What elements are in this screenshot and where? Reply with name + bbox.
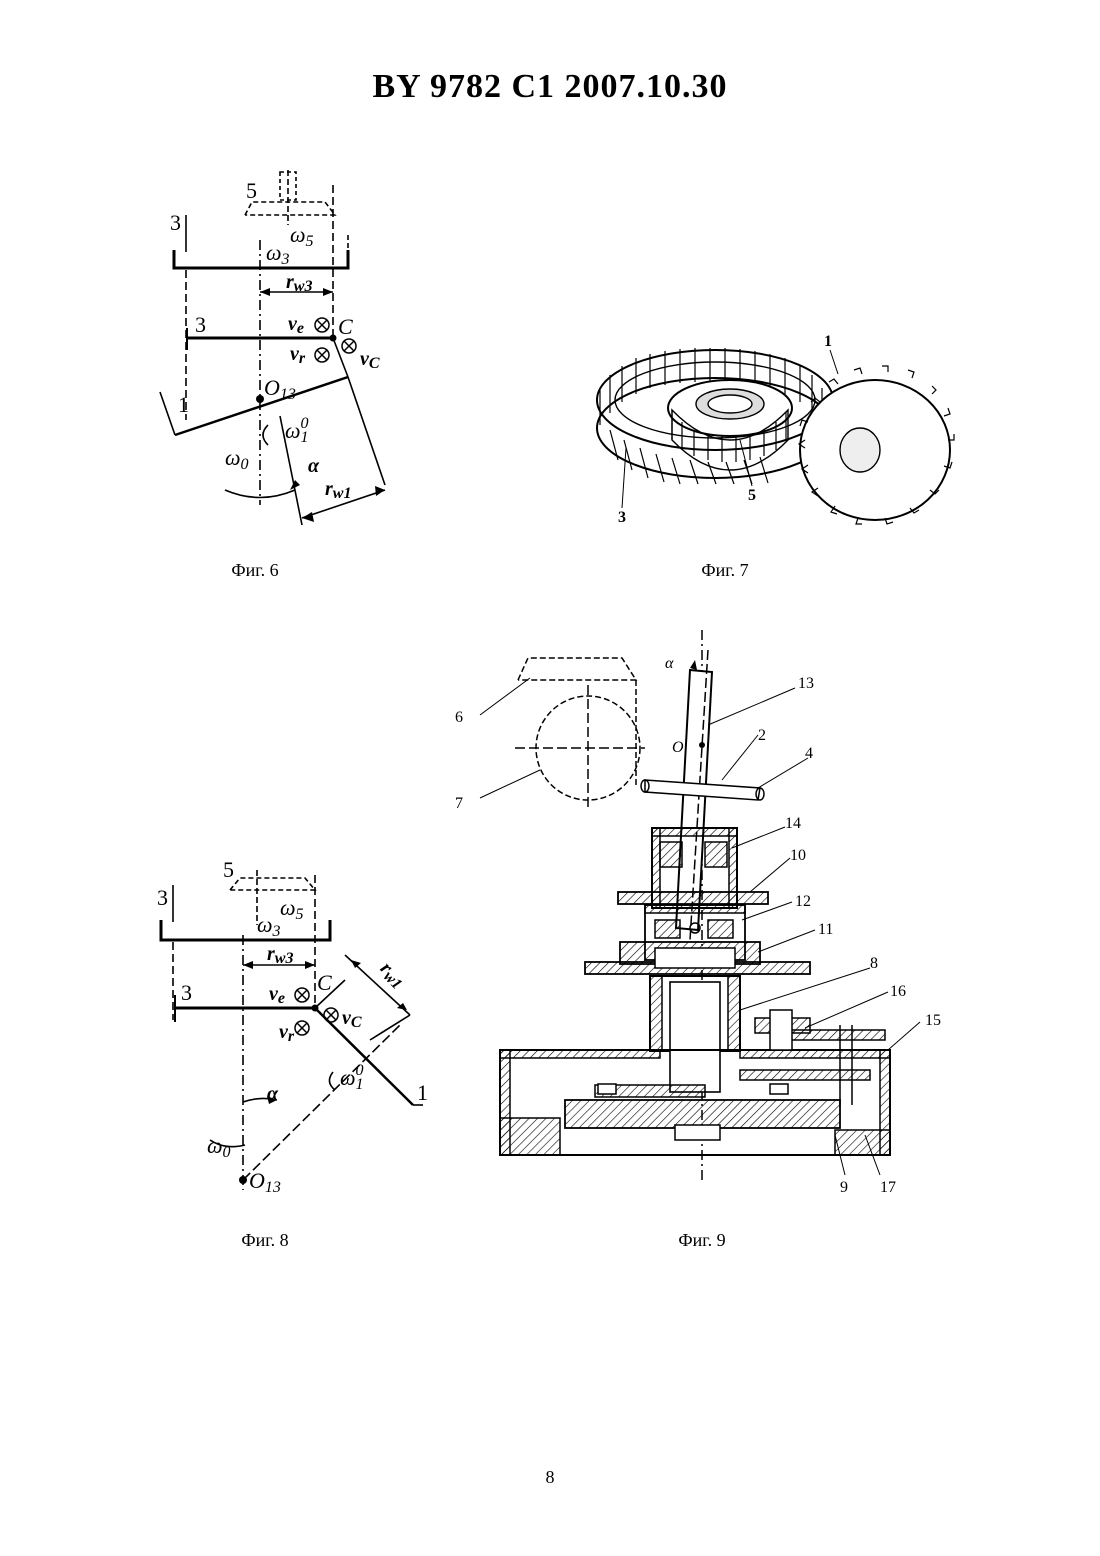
fig9-label-2: 2 xyxy=(758,727,766,744)
fig9-label-7: 7 xyxy=(455,795,463,812)
figure-9-assembly: α 13 6 O 2 4 7 14 10 12 11 8 16 15 9 17 xyxy=(440,630,960,1200)
fig8-gear5-label: 5 xyxy=(223,857,234,882)
fig9-label-4: 4 xyxy=(805,745,813,762)
fig8-omega1-label: ω10 xyxy=(340,1062,364,1093)
figure-7-gears: 1 3 5 xyxy=(590,330,960,530)
fig6-rw1-label: rw1 xyxy=(325,478,351,502)
fig9-label-9: 9 xyxy=(840,1179,848,1196)
figure-8-caption: Фиг. 8 xyxy=(185,1230,345,1251)
fig7-gear1-label: 1 xyxy=(824,333,832,350)
fig6-omega0-label: ω0 xyxy=(225,445,249,473)
fig9-label-10: 10 xyxy=(790,847,806,864)
fig8-omega5-label: ω5 xyxy=(280,895,304,923)
fig8-vr-label: vr xyxy=(279,1021,295,1045)
fig7-gear3-label: 3 xyxy=(618,509,626,526)
fig8-gear3-mid-label: 3 xyxy=(181,980,192,1005)
fig9-label-8: 8 xyxy=(870,955,878,972)
figure-9-caption: Фиг. 9 xyxy=(622,1230,782,1251)
fig6-alpha-label: α xyxy=(308,455,320,477)
fig9-label-11: 11 xyxy=(818,921,833,938)
fig6-point-c-label: C xyxy=(338,314,353,339)
fig6-omega1-label: ω10 xyxy=(285,415,309,446)
fig8-o13-label: O13 xyxy=(249,1168,281,1196)
fig8-alpha-label: α xyxy=(267,1083,279,1105)
fig9-label-6: 6 xyxy=(455,709,463,726)
fig9-label-15: 15 xyxy=(925,1012,941,1029)
figure-8-diagram: 5 ω5 3 ω3 rw3 ve C rw1 3 vC vr ω10 1 α ω… xyxy=(145,850,440,1205)
fig6-o13-label: O13 xyxy=(264,375,296,403)
fig6-ve-label: ve xyxy=(288,313,304,337)
fig6-omega5-label: ω5 xyxy=(290,222,314,250)
fig9-label-14: 14 xyxy=(785,815,801,832)
fig7-gear5-label: 5 xyxy=(748,487,756,504)
fig6-gear5-label: 5 xyxy=(246,178,257,203)
fig6-rw3-label: rw3 xyxy=(286,271,312,295)
fig9-label-13: 13 xyxy=(798,675,814,692)
fig8-gear1-label: 1 xyxy=(417,1080,428,1105)
fig6-gear3-top-label: 3 xyxy=(170,210,181,235)
figure-6-caption: Фиг. 6 xyxy=(175,560,335,581)
fig8-gear3-top-label: 3 xyxy=(157,885,168,910)
fig8-ve-label: ve xyxy=(269,983,285,1007)
fig8-rw3-label: rw3 xyxy=(267,943,293,967)
page-number: 8 xyxy=(0,1467,1100,1488)
fig6-gear1-label: 1 xyxy=(178,392,189,417)
document-header: BY 9782 C1 2007.10.30 xyxy=(0,68,1100,106)
fig8-vc-label: vC xyxy=(342,1007,362,1031)
fig9-label-o: O xyxy=(672,739,684,756)
fig6-gear3-mid-label: 3 xyxy=(195,312,206,337)
fig8-point-c-label: C xyxy=(317,970,332,995)
fig6-omega3-label: ω3 xyxy=(266,240,290,268)
figure-7-caption: Фиг. 7 xyxy=(645,560,805,581)
fig9-label-12: 12 xyxy=(795,893,811,910)
fig8-omega0-label: ω0 xyxy=(207,1133,231,1161)
figure-6-diagram: 5 ω5 3 ω3 rw3 ve C 3 vr vC O13 1 ω10 ω0 … xyxy=(140,160,410,540)
fig6-vr-label: vr xyxy=(290,343,306,367)
fig6-vc-label: vC xyxy=(360,348,380,372)
fig9-label-16: 16 xyxy=(890,983,906,1000)
fig9-alpha-label: α xyxy=(665,655,674,672)
fig8-omega3-label: ω3 xyxy=(257,912,281,940)
fig9-label-17: 17 xyxy=(880,1179,896,1196)
